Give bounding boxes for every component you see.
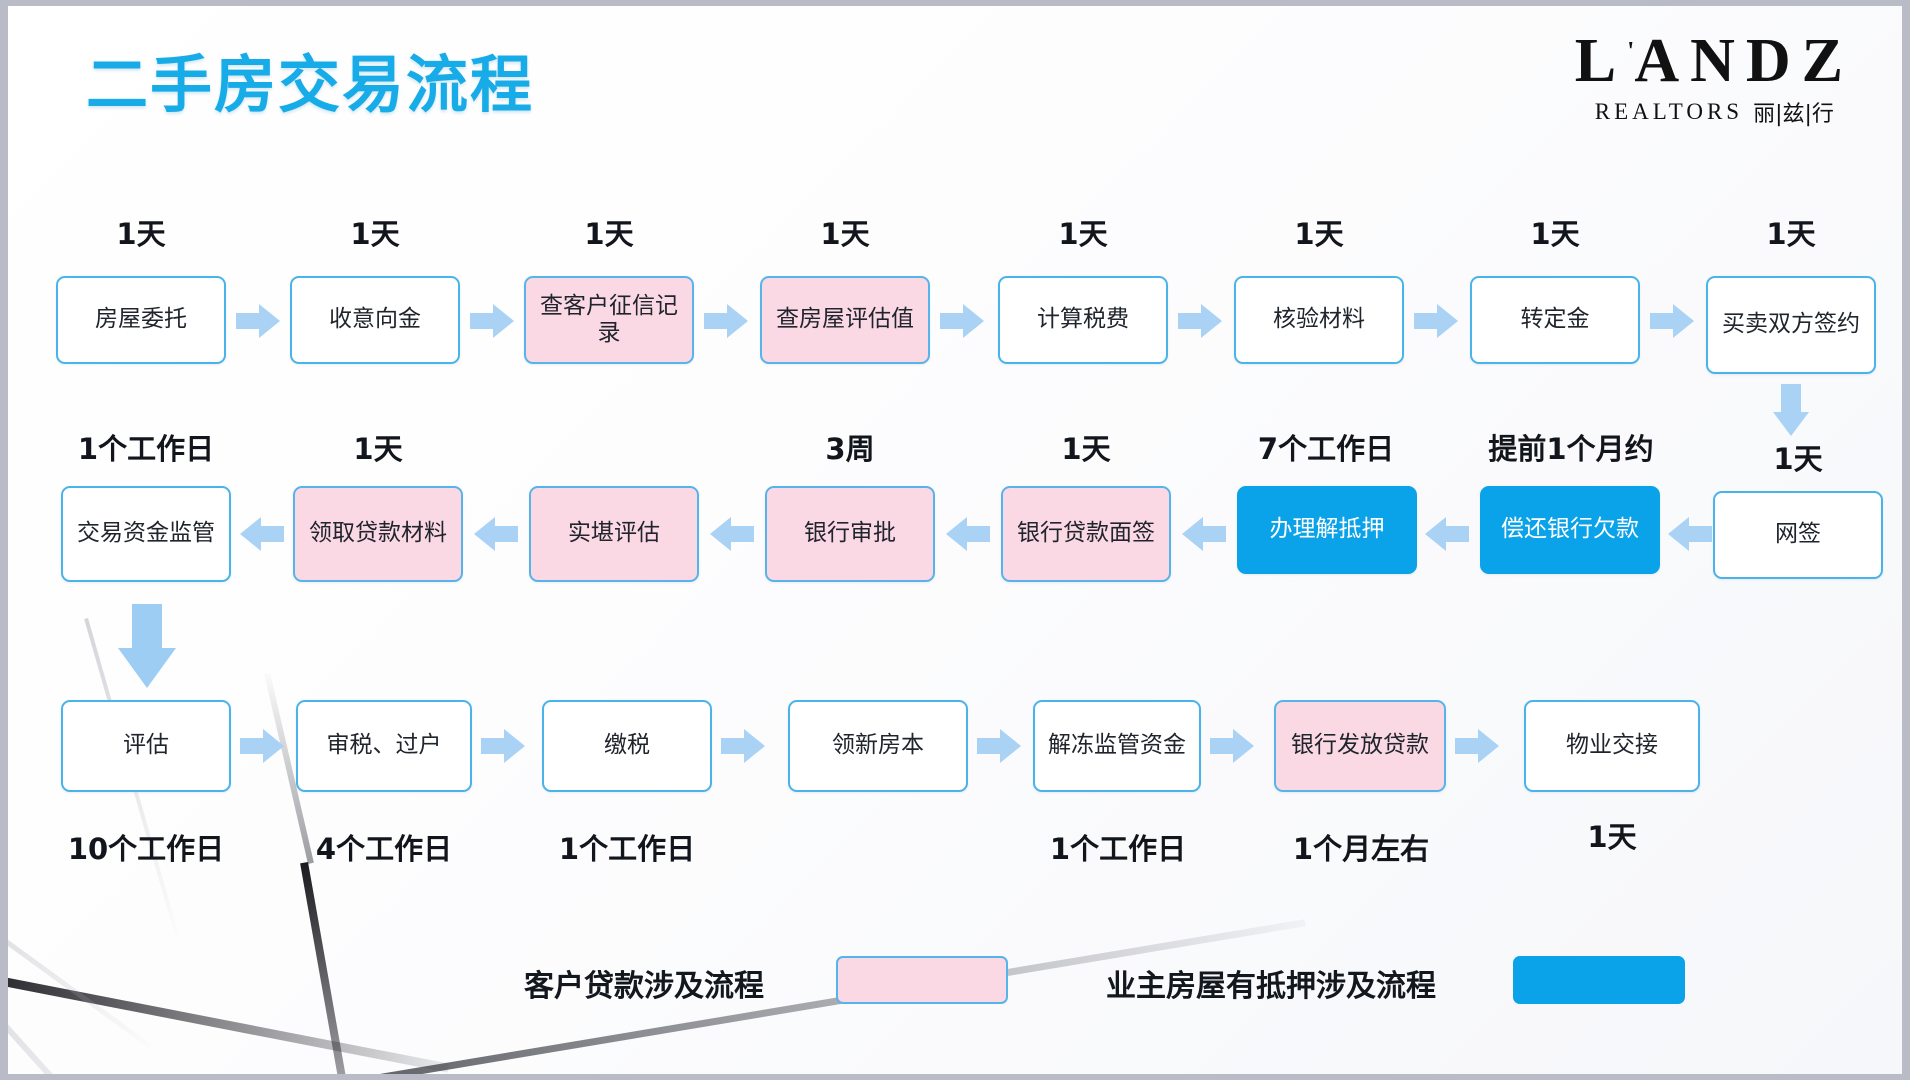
arrow-right-icon [977,729,1021,763]
duration-r1-0: 1天 [116,217,166,251]
legend-swatch-mortgage [1513,956,1685,1004]
legend-label-mortgage: 业主房屋有抵押涉及流程 [1106,969,1436,1004]
arrow-left-icon [240,517,284,551]
arrow-down-large-icon [118,604,176,688]
node-r1-0[interactable]: 房屋委托 [56,276,226,364]
node-r3-6[interactable]: 物业交接 [1524,700,1700,792]
duration-r2-1: 1天 [353,432,403,466]
duration-r2-6: 提前1个月约 [1488,432,1654,466]
arrow-left-icon [474,517,518,551]
arrow-right-icon [704,304,748,338]
watermark-streak [8,991,179,1074]
watermark-streak [300,862,364,1074]
duration-r1-5: 1天 [1294,217,1344,251]
logo-letter-l: L [1574,27,1628,95]
duration-r3-5: 1个月左右 [1292,832,1430,866]
logo-wordmark: L'ANDZ [1575,30,1854,92]
logo-apostrophe: ' [1627,36,1635,66]
node-r3-5[interactable]: 银行发放贷款 [1274,700,1446,792]
arrow-right-icon [236,304,280,338]
watermark-streak [8,918,156,1052]
logo-subtitle: REALTORS 丽|兹|行 [1575,96,1854,128]
watermark-streak [8,974,450,1073]
arrow-left-icon [1182,517,1226,551]
arrow-right-icon [721,729,765,763]
slide-canvas: 二手房交易流程 L'ANDZ REALTORS 丽|兹|行 1天 房屋委托 1天… [8,6,1902,1074]
arrow-left-icon [946,517,990,551]
node-r1-6[interactable]: 转定金 [1470,276,1640,364]
node-r1-3[interactable]: 查房屋评估值 [760,276,930,364]
arrow-right-icon [1650,304,1694,338]
duration-r2-5: 7个工作日 [1257,432,1395,466]
duration-r3-0: 10个工作日 [67,832,225,866]
duration-r3-2: 1个工作日 [558,832,696,866]
arrow-right-icon [1210,729,1254,763]
page-title: 二手房交易流程 [86,48,535,121]
duration-r3-6: 1天 [1587,820,1637,854]
arrow-left-icon [1425,517,1469,551]
arrow-left-icon [1668,517,1712,551]
node-r1-2[interactable]: 查客户征信记录 [524,276,694,364]
duration-r2-3: 3周 [825,432,875,466]
arrow-right-icon [940,304,984,338]
brand-logo: L'ANDZ REALTORS 丽|兹|行 [1575,30,1854,128]
legend-swatch-loan [836,956,1008,1004]
node-r3-0[interactable]: 评估 [61,700,231,792]
arrow-right-icon [1178,304,1222,338]
node-r3-4[interactable]: 解冻监管资金 [1033,700,1201,792]
node-r3-2[interactable]: 缴税 [542,700,712,792]
node-r3-3[interactable]: 领新房本 [788,700,968,792]
duration-r1-4: 1天 [1058,217,1108,251]
logo-subtitle-en: REALTORS [1594,99,1744,124]
duration-r2-4: 1天 [1061,432,1111,466]
arrow-right-icon [240,729,284,763]
duration-r2-0: 1个工作日 [77,432,215,466]
arrow-right-icon [1455,729,1499,763]
node-r2-7[interactable]: 网签 [1713,491,1883,579]
arrow-right-icon [470,304,514,338]
node-r1-4[interactable]: 计算税费 [998,276,1168,364]
duration-r2-7: 1天 [1773,442,1823,476]
arrow-right-icon [1414,304,1458,338]
node-r2-2[interactable]: 实堪评估 [529,486,699,582]
node-r2-5[interactable]: 办理解抵押 [1237,486,1417,574]
duration-r3-4: 1个工作日 [1049,832,1187,866]
arrow-down-icon [1773,384,1809,436]
duration-r3-1: 4个工作日 [315,832,453,866]
duration-r1-6: 1天 [1530,217,1580,251]
duration-r1-7: 1天 [1766,217,1816,251]
node-r2-1[interactable]: 领取贷款材料 [293,486,463,582]
node-r2-4[interactable]: 银行贷款面签 [1001,486,1171,582]
node-r1-7[interactable]: 买卖双方签约 [1706,276,1876,374]
node-r1-1[interactable]: 收意向金 [290,276,460,364]
logo-subtitle-cn: 丽|兹|行 [1753,102,1834,127]
duration-r1-1: 1天 [350,217,400,251]
node-r3-1[interactable]: 审税、过户 [296,700,472,792]
duration-r1-2: 1天 [584,217,634,251]
legend-label-loan: 客户贷款涉及流程 [524,969,764,1004]
duration-r1-3: 1天 [820,217,870,251]
arrow-left-icon [710,517,754,551]
node-r2-0[interactable]: 交易资金监管 [61,486,231,582]
node-r1-5[interactable]: 核验材料 [1234,276,1404,364]
logo-letters-andz: ANDZ [1634,27,1854,95]
node-r2-3[interactable]: 银行审批 [765,486,935,582]
arrow-right-icon [481,729,525,763]
node-r2-6[interactable]: 偿还银行欠款 [1480,486,1660,574]
